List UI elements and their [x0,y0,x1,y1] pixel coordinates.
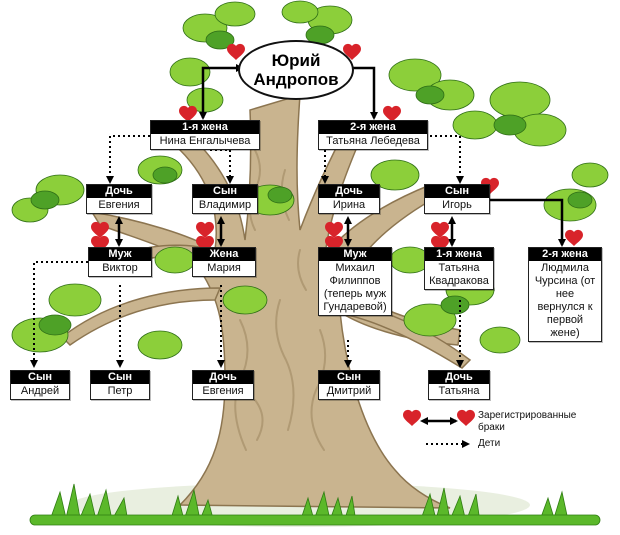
heart-icon [179,105,197,122]
node-role: 2-я жена [529,248,601,261]
node-wife2: 2-я жена Татьяна Лебедева [318,120,428,150]
heart-icon [457,409,475,426]
node-igor-wife2: 2-я жена Людмила Чурсина (от нее вернулс… [528,247,602,342]
node-role: Муж [89,248,151,261]
node-name: Андрей [20,385,60,397]
node-name: Нина Енгалычева [159,135,251,147]
legend-marriage-line2: браки [478,422,505,433]
node-name: Владимир [198,199,252,211]
bark-texture [234,149,327,451]
heart-icon [196,235,214,252]
node-husband-mikhail: Муж Михаил Филиппов (теперь муж Гундарев… [318,247,392,316]
heart-icon [403,409,421,426]
node-daughter-evgenia: Дочь Евгения [86,184,152,214]
node-role: Жена [193,248,255,261]
node-daughter-evgenia2: Дочь Евгения [192,370,254,400]
root-node: Юрий Андропов [238,40,354,100]
heart-icon [343,43,361,60]
node-name: Дмитрий [326,385,372,397]
node-son-andrey: Сын Андрей [10,370,70,400]
legend-children: Дети [478,438,501,449]
legend-marriage: Зарегистрированные браки [478,410,576,434]
heart-icon [196,221,214,238]
node-name: Татьяна Квадракова [429,262,489,287]
node-role: 1-я жена [425,248,493,261]
heart-icon [431,221,449,238]
node-name: Ирина [332,199,366,211]
legend-graphics [403,409,475,448]
heart-icon [431,235,449,252]
node-son-vladimir: Сын Владимир [192,184,258,214]
node-daughter-irina: Дочь Ирина [318,184,380,214]
node-role: Дочь [193,371,253,384]
node-husband-viktor: Муж Виктор [88,247,152,277]
node-son-dmitry: Сын Дмитрий [318,370,380,400]
node-name: Мария [207,262,241,274]
node-name: Татьяна Лебедева [326,135,420,147]
heart-icon [565,229,583,246]
grass [29,483,601,526]
node-son-petr: Сын Петр [90,370,150,400]
heart-icon [91,235,109,252]
node-name: Татьяна [438,385,480,397]
node-wife1: 1-я жена Нина Енгалычева [150,120,260,150]
node-name: Виктор [102,262,138,274]
legend-marriage-line1: Зарегистрированные [478,410,577,421]
node-role: Сын [319,371,379,384]
node-role: Сын [425,185,489,198]
node-name: Евгения [202,385,244,397]
root-first-name: Юрий [271,51,321,70]
node-role: Дочь [319,185,379,198]
node-wife-maria: Жена Мария [192,247,256,277]
node-name: Людмила Чурсина (от нее вернулся к перво… [534,262,596,339]
node-role: Сын [193,185,257,198]
heart-icon [383,105,401,122]
heart-icon [227,43,245,60]
node-daughter-tatyana: Дочь Татьяна [428,370,490,400]
node-name: Петр [107,385,133,397]
heart-icon [325,221,343,238]
node-role: Сын [91,371,149,384]
node-name: Игорь [442,199,472,211]
root-last-name: Андропов [253,70,339,89]
marriage-hearts [91,43,583,252]
node-son-igor: Сын Игорь [424,184,490,214]
child-links [30,135,464,368]
node-role: Дочь [87,185,151,198]
node-name: Михаил Филиппов (теперь муж Гундаревой) [323,262,387,313]
heart-icon [325,235,343,252]
node-name: Евгения [98,199,140,211]
node-role: Муж [319,248,391,261]
node-role: 1-я жена [151,121,259,134]
node-role: 2-я жена [319,121,427,134]
node-igor-wife1: 1-я жена Татьяна Квадракова [424,247,494,290]
heart-icon [481,177,499,194]
heart-icon [91,221,109,238]
node-role: Сын [11,371,69,384]
marriage-links [115,64,566,247]
node-role: Дочь [429,371,489,384]
